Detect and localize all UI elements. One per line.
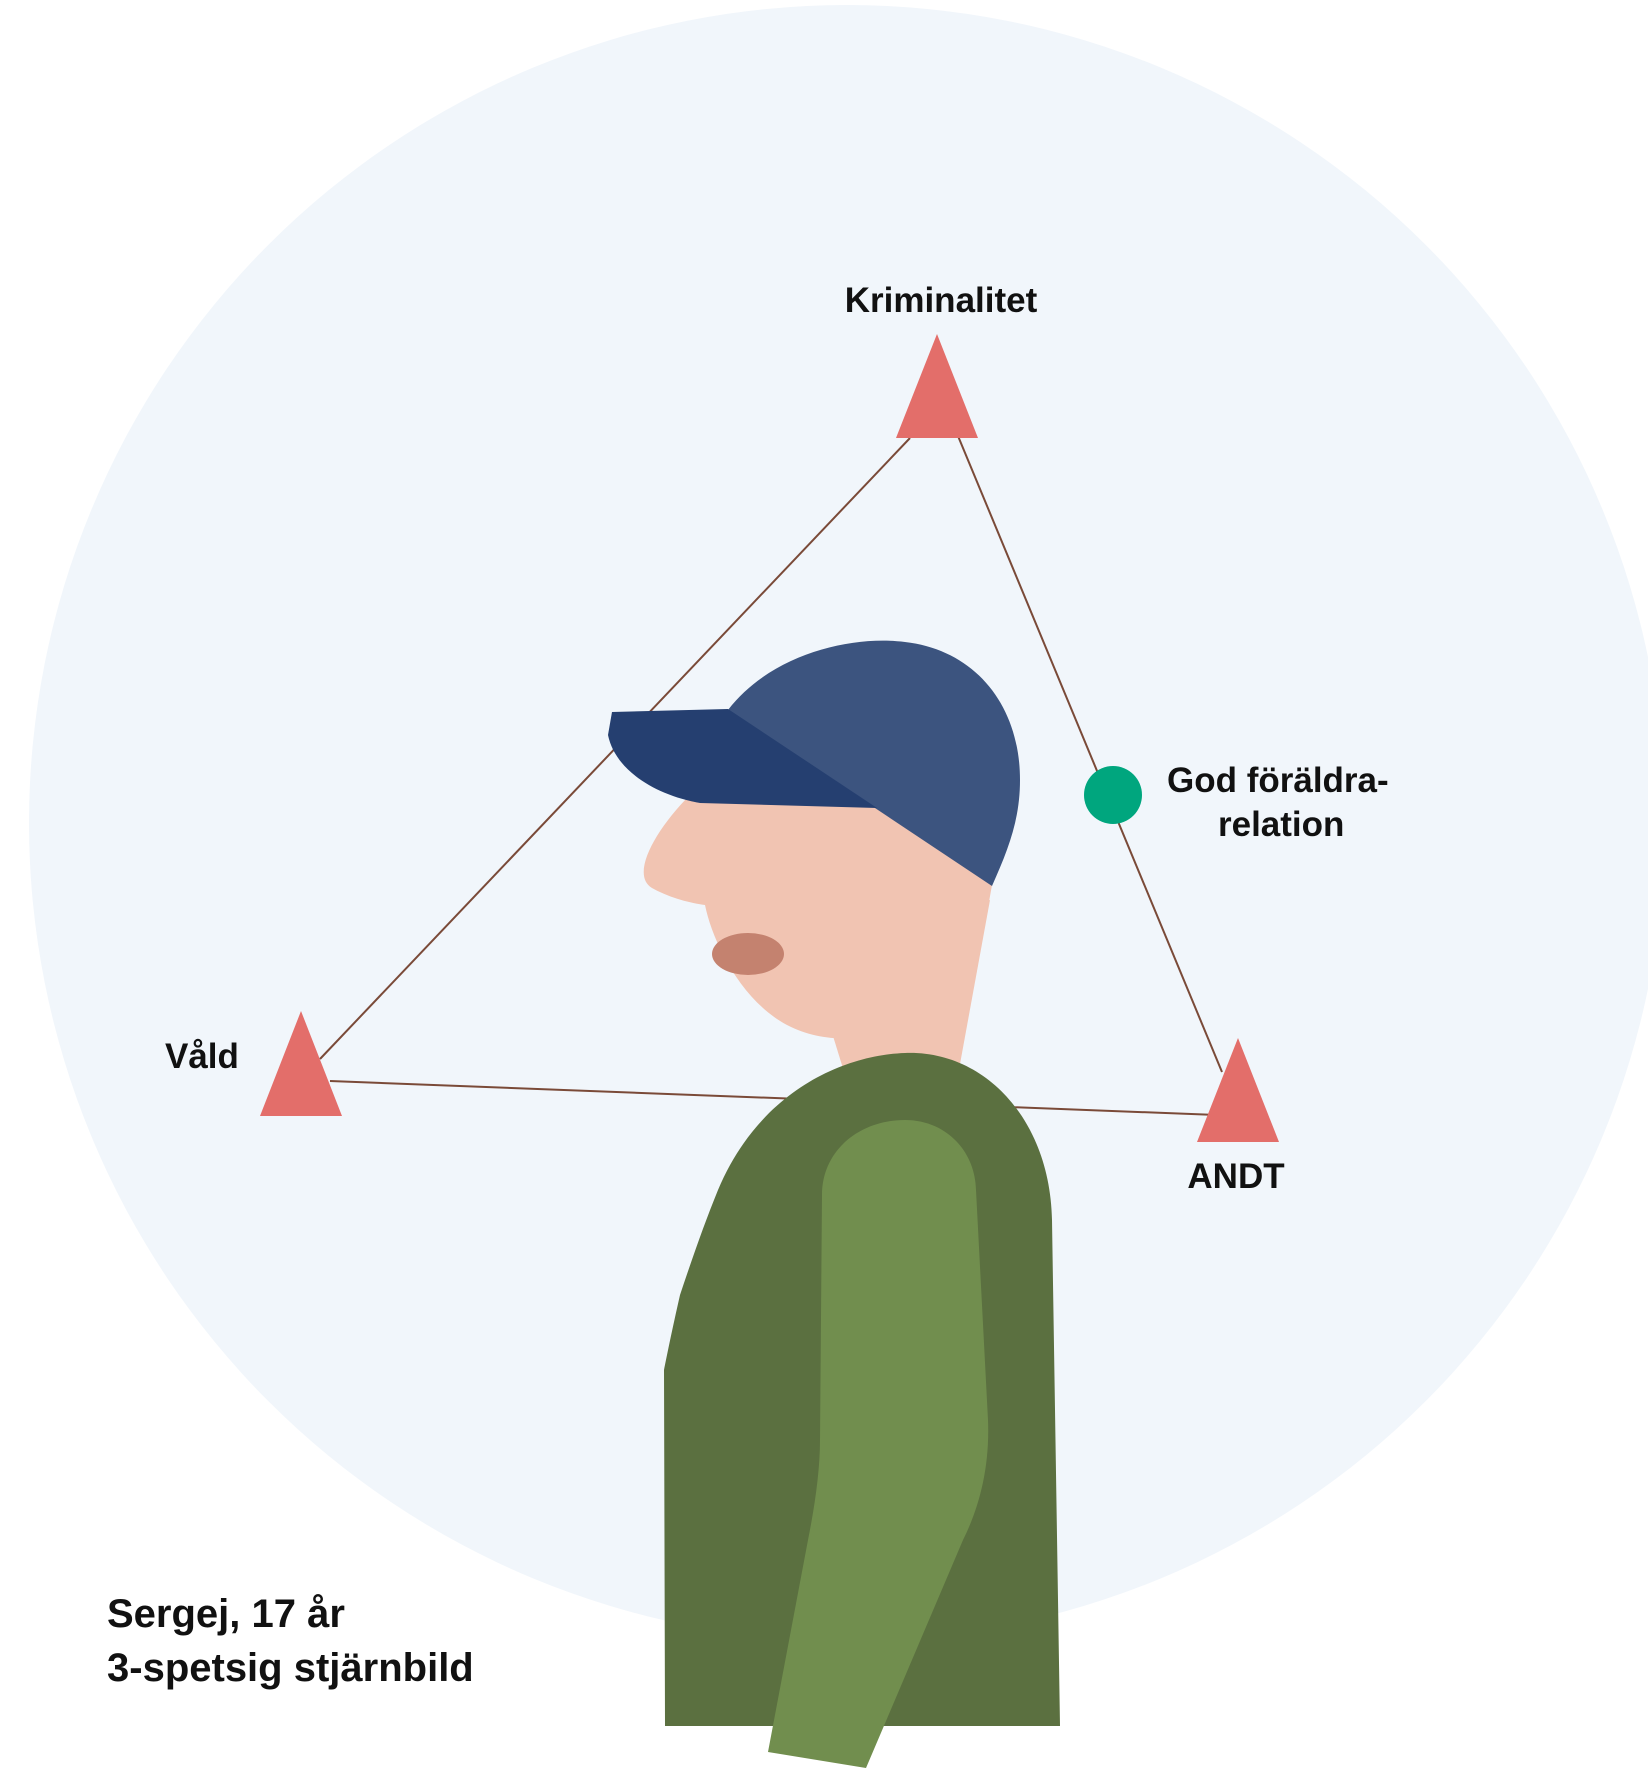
node-label-andt: ANDT (1187, 1157, 1284, 1196)
cap-crown (728, 640, 1020, 886)
triangle-icon (896, 334, 978, 438)
caption-name: Sergej, 17 år (107, 1592, 345, 1636)
sweater-sleeve (768, 1120, 989, 1768)
risk-markers (260, 334, 1279, 1142)
triangle-icon (260, 1011, 342, 1116)
circle-dot-icon (1084, 766, 1142, 824)
face (643, 772, 992, 1039)
cap-brim (608, 709, 877, 808)
protective-label-line1: God föräldra- (1167, 761, 1389, 800)
triangle-icon (1197, 1038, 1279, 1142)
connector-left-right (329, 1080, 1218, 1116)
mouth (712, 933, 784, 975)
node-label-vald: Våld (165, 1037, 239, 1076)
connector-top-right (957, 435, 1223, 1073)
caption-subtitle: 3-spetsig stjärnbild (107, 1646, 474, 1690)
node-label-kriminalitet: Kriminalitet (845, 281, 1038, 320)
protective-label-line2: relation (1218, 805, 1344, 844)
person-illustration (608, 640, 1060, 1768)
